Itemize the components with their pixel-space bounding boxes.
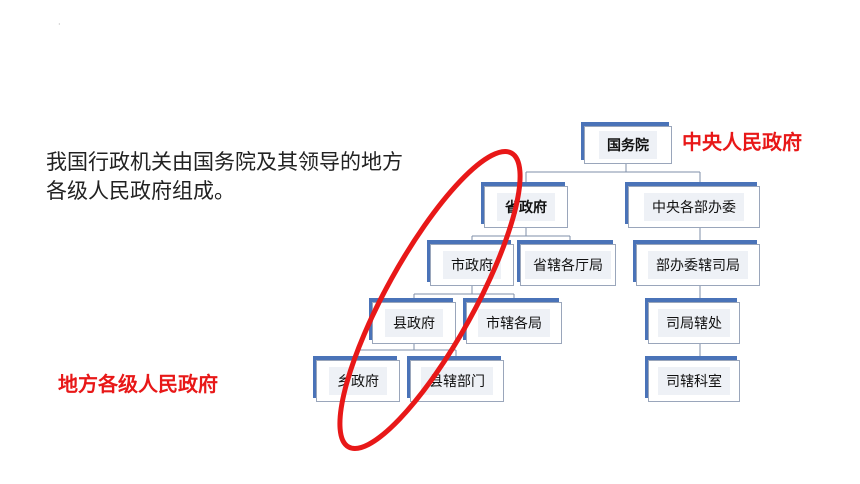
node-state-council: 国务院 [584,126,672,164]
node-division-sections: 司辖科室 [648,360,740,402]
node-ministry-bureaus: 部办委辖司局 [636,244,760,286]
central-government-label: 中央人民政府 [682,130,802,154]
decorative-dot: · [58,20,61,29]
local-government-label: 地方各级人民政府 [58,372,218,396]
node-county-gov: 县政府 [372,302,456,344]
node-municipal-gov: 市政府 [430,244,514,286]
node-provincial-depts: 省辖各厅局 [520,244,616,286]
node-county-depts: 县辖部门 [410,360,504,402]
node-central-ministries: 中央各部办委 [628,186,760,228]
connector-provincial [471,228,571,244]
node-municipal-bureaus: 市辖各局 [466,302,562,344]
connector-county [357,344,457,358]
node-bureau-divisions: 司局辖处 [648,302,740,344]
node-township-gov: 乡政府 [316,360,400,402]
connector-state-council [525,162,701,184]
node-provincial-gov: 省政府 [484,186,568,228]
connector-municipal [413,286,515,302]
